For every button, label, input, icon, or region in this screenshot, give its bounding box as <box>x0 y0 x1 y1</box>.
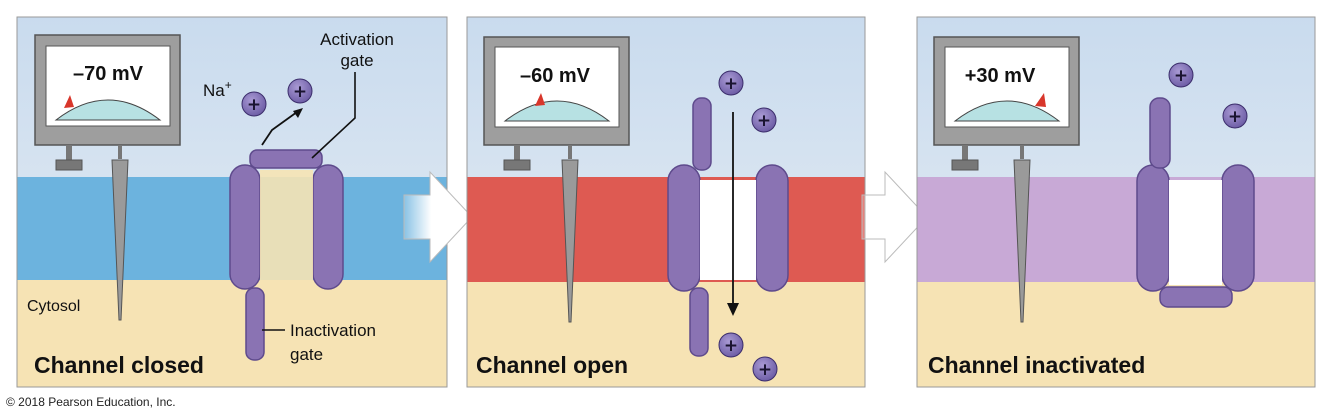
na-label: Na <box>203 81 225 100</box>
svg-text:+: + <box>293 82 307 102</box>
svg-text:+: + <box>724 336 738 356</box>
cytosol-region <box>467 282 865 387</box>
ion-path-arrow <box>261 111 298 146</box>
inactivation-gate <box>1159 286 1233 308</box>
voltage-readout: +30 mV <box>965 65 1036 87</box>
sodium-ion: + <box>1222 103 1248 129</box>
channel-pore <box>700 180 756 280</box>
membrane-band <box>467 177 865 282</box>
svg-text:+: + <box>247 95 261 115</box>
sodium-ion: + <box>1168 62 1194 88</box>
activation-gate <box>249 149 323 169</box>
inactivation-gate-label: Inactivation <box>290 321 376 340</box>
transition-arrow <box>861 170 928 264</box>
activation-leader <box>311 72 356 159</box>
svg-text:+: + <box>1228 107 1242 127</box>
panel-channel-inactivated: +30 mV + + Channel inactivated <box>916 16 1316 388</box>
sodium-ion: + <box>718 70 744 96</box>
svg-text:Na+: Na+ <box>203 78 232 100</box>
activation-gate-label: Activation <box>320 30 394 49</box>
voltmeter: –60 mV <box>483 36 630 323</box>
meter-needle <box>535 93 545 106</box>
panel-caption: Channel closed <box>34 352 204 378</box>
voltmeter: +30 mV <box>933 36 1080 323</box>
sodium-channel-open <box>667 97 789 357</box>
transition-arrow <box>403 170 473 264</box>
channel-pore <box>260 170 313 280</box>
sodium-channel-inactivated <box>1136 97 1255 308</box>
channel-pore <box>1169 180 1222 285</box>
svg-text:+: + <box>757 111 771 131</box>
voltmeter: –70 mV <box>34 34 181 321</box>
sodium-ion: + <box>751 107 777 133</box>
inactivation-gate-label-2: gate <box>290 345 323 364</box>
panel-caption: Channel open <box>476 352 628 378</box>
membrane-band <box>917 177 1315 282</box>
svg-text:+: + <box>758 360 772 380</box>
voltage-readout: –60 mV <box>520 65 591 87</box>
meter-needle <box>1035 93 1046 107</box>
cytosol-region <box>917 282 1315 387</box>
sodium-ion: + <box>752 356 778 382</box>
sodium-channel-closed <box>229 149 344 361</box>
panel-caption: Channel inactivated <box>928 352 1145 378</box>
cytosol-region <box>17 280 447 387</box>
na-charge: + <box>225 78 232 92</box>
inactivation-gate <box>245 287 265 361</box>
activation-gate-label-2: gate <box>340 51 373 70</box>
panel-channel-closed: –70 mV + + Na+ <box>16 16 448 388</box>
electrode <box>111 159 129 321</box>
sodium-ion: + <box>241 91 267 117</box>
cytosol-label: Cytosol <box>27 298 80 315</box>
activation-gate <box>692 97 712 171</box>
activation-gate <box>1149 97 1171 169</box>
inactivation-gate <box>689 287 709 357</box>
voltage-readout: –70 mV <box>73 63 144 85</box>
svg-text:+: + <box>724 74 738 94</box>
electrode <box>561 159 579 323</box>
meter-needle <box>64 95 74 108</box>
electrode <box>1013 159 1031 323</box>
sodium-ion: + <box>718 332 744 358</box>
svg-text:+: + <box>1174 66 1188 86</box>
panel-channel-open: –60 mV + + + + <box>466 16 866 388</box>
sodium-ion: + <box>287 78 313 104</box>
copyright-notice: © 2018 Pearson Education, Inc. <box>6 395 176 409</box>
